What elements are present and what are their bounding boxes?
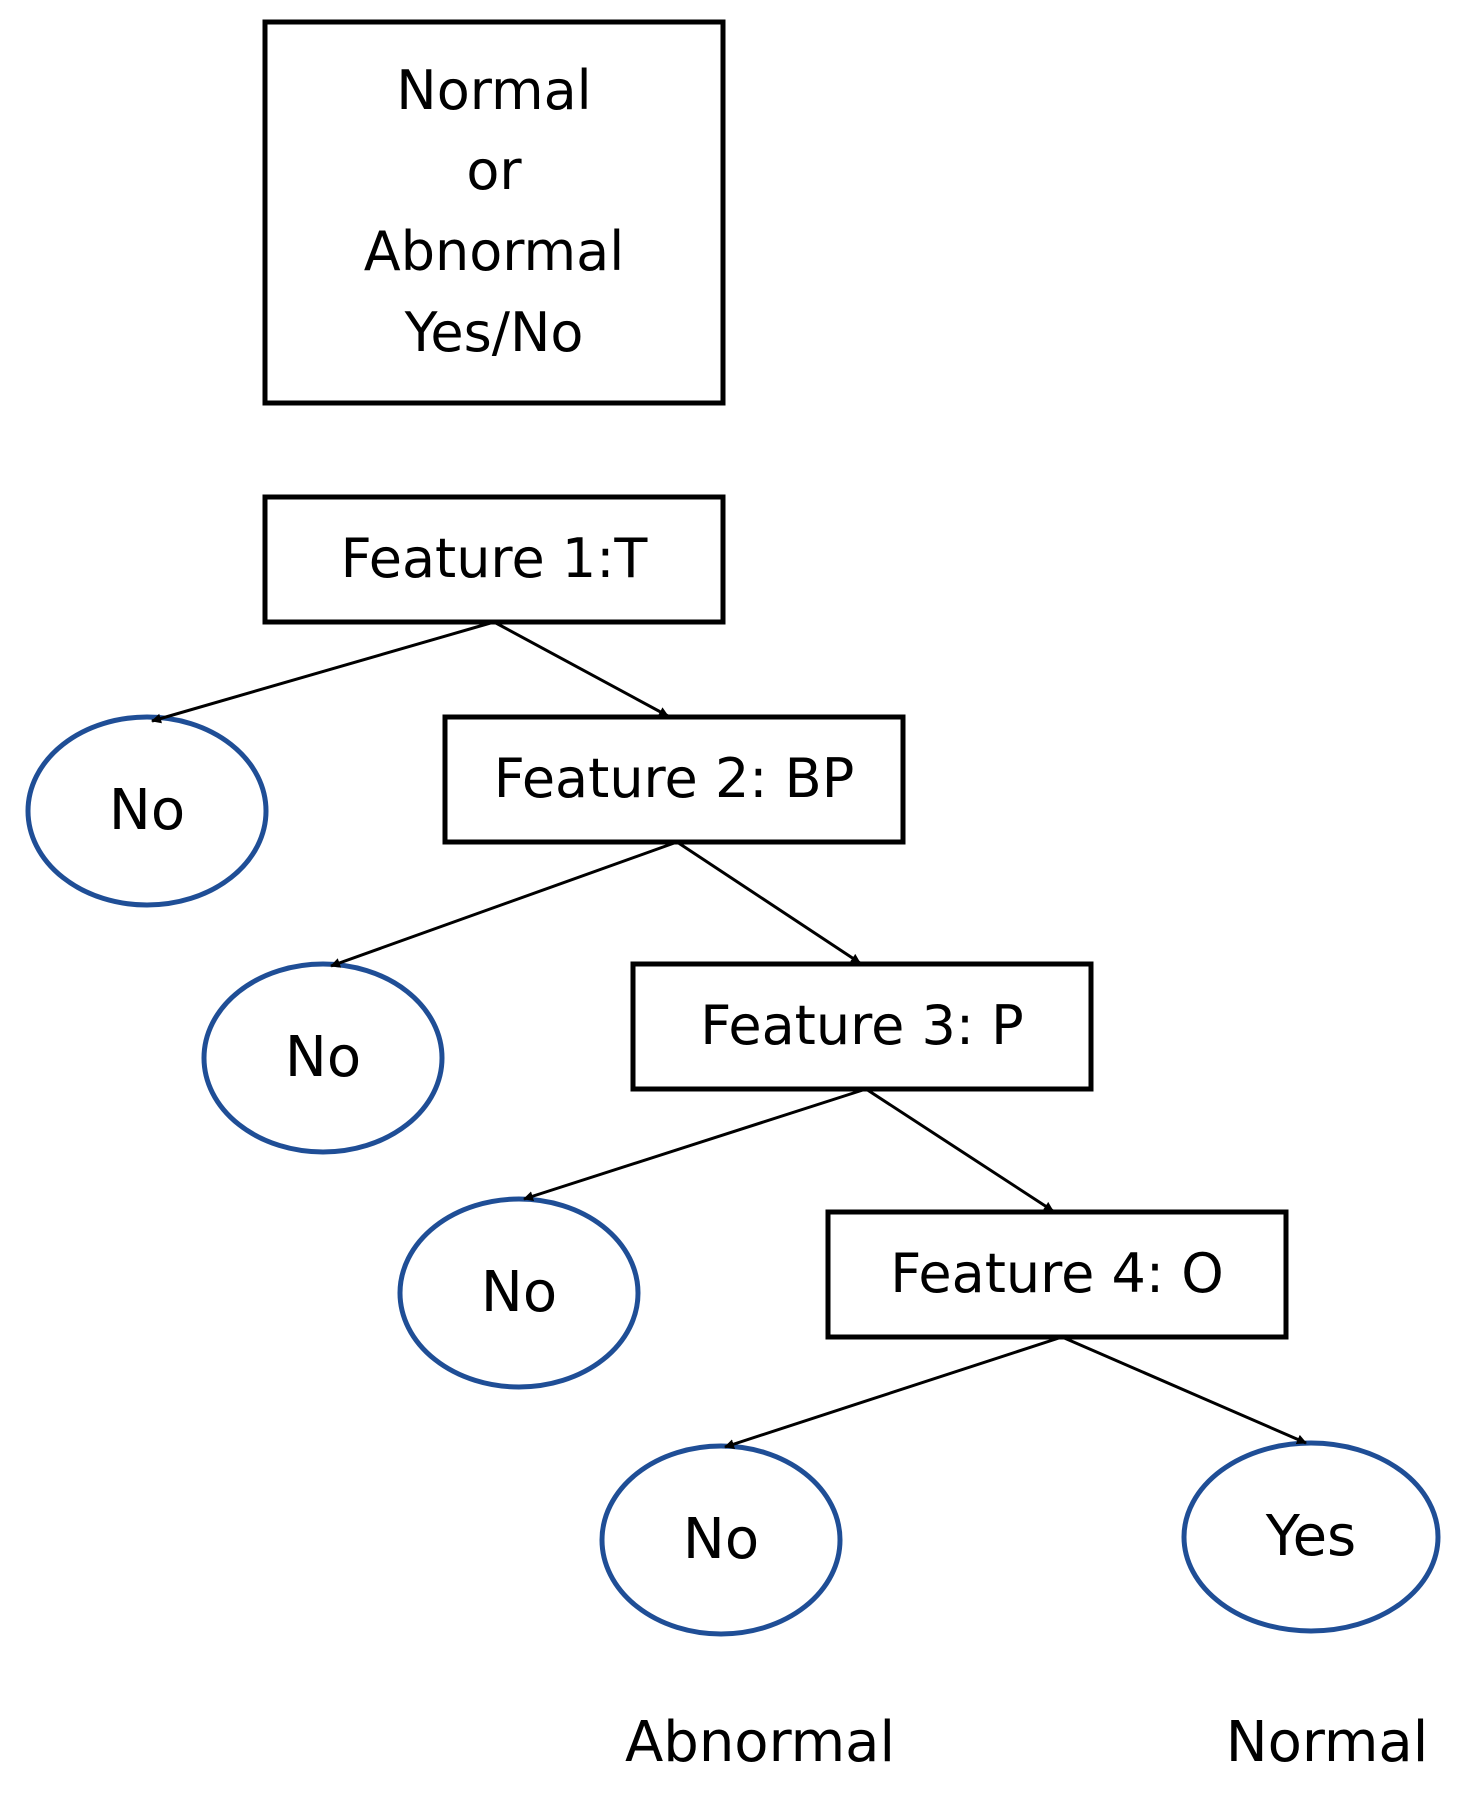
leaf-5-ellipse	[1181, 1440, 1441, 1634]
edge-f3-f4	[865, 1087, 1054, 1213]
title-line-4: Yes/No	[404, 301, 584, 364]
edge-f2-l2	[330, 840, 678, 968]
feature-4-label: Feature 4: O	[890, 1242, 1224, 1305]
feature-3-box	[630, 961, 1094, 1092]
leaf-1-ellipse	[25, 714, 269, 908]
title-line-2: or	[466, 139, 522, 202]
feature-1-box	[262, 494, 726, 625]
feature-3-label: Feature 3: P	[700, 994, 1024, 1057]
outcome-abnormal-label: Abnormal	[624, 1710, 896, 1775]
edge-f1-f2	[493, 620, 669, 718]
feature-4-box	[825, 1209, 1289, 1340]
feature-1-label: Feature 1:T	[340, 527, 648, 590]
title-box	[262, 19, 726, 406]
outcome-normal-label: Normal	[1225, 1710, 1429, 1775]
edge-f4-l4	[724, 1335, 1063, 1449]
feature-2-label: Feature 2: BP	[493, 747, 855, 810]
leaf-3-label: No	[480, 1260, 558, 1325]
leaf-1-label: No	[108, 778, 186, 843]
title-line-1: Normal	[396, 59, 592, 122]
edge-f2-f3	[676, 840, 861, 965]
title-line-3: Abnormal	[363, 220, 625, 283]
leaf-5-label: Yes	[1265, 1504, 1357, 1569]
edge-f4-l5	[1061, 1335, 1307, 1445]
leaf-4-label: No	[682, 1507, 760, 1572]
leaf-3-ellipse	[397, 1196, 641, 1390]
edge-f3-l3	[523, 1087, 867, 1202]
leaf-4-ellipse	[599, 1443, 843, 1637]
edge-f1-l1	[151, 620, 495, 724]
leaf-2-label: No	[284, 1025, 362, 1090]
leaf-2-ellipse	[201, 961, 445, 1155]
